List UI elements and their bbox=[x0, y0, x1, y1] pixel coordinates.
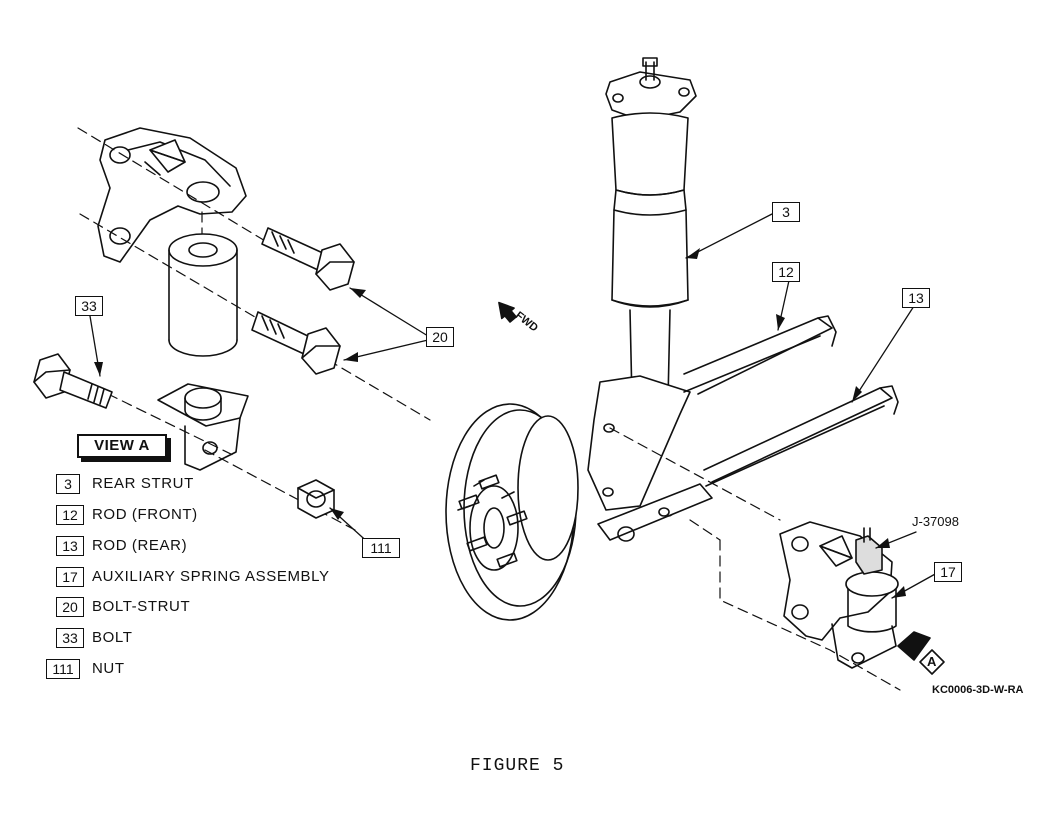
bushing bbox=[168, 233, 238, 357]
knuckle bbox=[587, 375, 691, 517]
brake-rotor bbox=[445, 403, 579, 621]
legend-text: NUT bbox=[92, 660, 125, 677]
strut-top-mount bbox=[605, 57, 697, 121]
nut-111 bbox=[297, 479, 335, 519]
legend-text: ROD (FRONT) bbox=[92, 506, 198, 523]
bracket-view-a bbox=[779, 521, 899, 669]
arrowheads bbox=[94, 248, 906, 598]
rod-front bbox=[683, 315, 837, 395]
legend-number: 20 bbox=[56, 597, 84, 617]
legend-number: 3 bbox=[56, 474, 80, 494]
drawing-code: KC0006-3D-W-RA bbox=[932, 684, 1024, 696]
callout-13: 13 bbox=[902, 288, 930, 308]
view-a-marker-icon bbox=[897, 631, 945, 675]
callout-33: 33 bbox=[75, 296, 103, 316]
legend-number: 13 bbox=[56, 536, 84, 556]
legend-number: 12 bbox=[56, 505, 84, 525]
legend-number: 33 bbox=[56, 628, 84, 648]
callout-3: 3 bbox=[772, 202, 800, 222]
bolt-33 bbox=[33, 353, 113, 409]
strut-body bbox=[611, 112, 689, 401]
legend-text: ROD (REAR) bbox=[92, 537, 188, 554]
rod-rear bbox=[703, 385, 899, 487]
legend-text: REAR STRUT bbox=[92, 475, 194, 492]
figure-caption: FIGURE 5 bbox=[470, 756, 565, 776]
bolt-strut-upper bbox=[261, 227, 355, 291]
legend-text: BOLT-STRUT bbox=[92, 598, 191, 615]
legend-number: 111 bbox=[46, 659, 80, 679]
callout-17: 17 bbox=[934, 562, 962, 582]
right-centerlines bbox=[609, 427, 901, 691]
lower-bracket bbox=[157, 383, 249, 471]
legend-text: AUXILIARY SPRING ASSEMBLY bbox=[92, 568, 330, 585]
view-a-marker-label: A bbox=[927, 654, 937, 669]
legend-text: BOLT bbox=[92, 629, 133, 646]
callout-111: 111 bbox=[362, 538, 400, 558]
bolt-strut-lower bbox=[251, 311, 341, 375]
lower-link bbox=[597, 483, 713, 542]
callout-12: 12 bbox=[772, 262, 800, 282]
tool-label: J-37098 bbox=[912, 514, 959, 529]
bracket-upper bbox=[97, 127, 247, 263]
view-a-label: VIEW A bbox=[77, 434, 167, 458]
legend-number: 17 bbox=[56, 567, 84, 587]
fwd-arrow-icon bbox=[498, 301, 517, 323]
callout-20: 20 bbox=[426, 327, 454, 347]
